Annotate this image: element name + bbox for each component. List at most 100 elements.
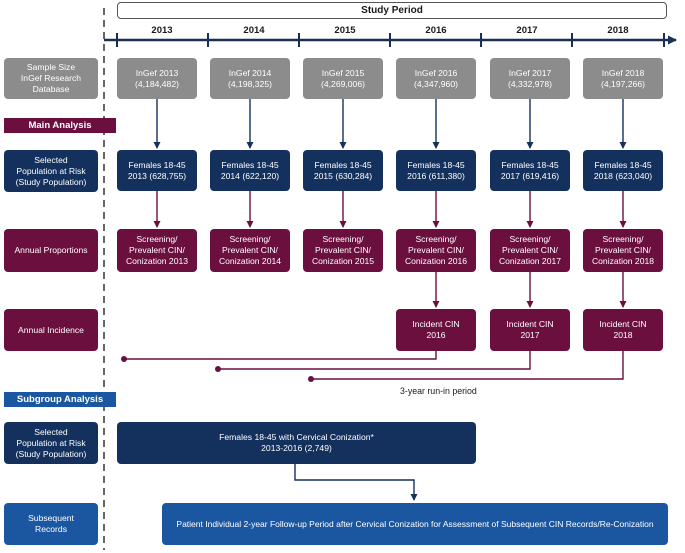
box-line: Females 18-45 xyxy=(501,159,559,170)
box-line: Screening/ xyxy=(322,234,364,244)
incidence-box-2016: Incident CIN 2016 xyxy=(396,309,476,351)
main-analysis-tag: Main Analysis xyxy=(4,118,116,133)
year-label: 2013 xyxy=(151,25,173,36)
row-label-line: Subsequent xyxy=(28,513,74,523)
proportions-to-incidence-arrows xyxy=(432,272,627,308)
year-label: 2017 xyxy=(516,25,538,36)
box-line: InGef 2015 xyxy=(321,67,365,78)
database-box-2017: InGef 2017 (4,332,978) xyxy=(490,58,570,99)
row-label-line: (Study Population) xyxy=(15,448,87,459)
row-label-line: Annual Incidence xyxy=(18,324,84,335)
incidence-box-2018: Incident CIN 2018 xyxy=(583,309,663,351)
box-line: 2013-2016 (2,749) xyxy=(261,443,332,453)
box-line: 2018 (623,040) xyxy=(593,170,653,181)
box-line: Females 18-45 xyxy=(594,159,652,170)
box-line: Screening/ xyxy=(136,234,178,244)
box-line: Females 18-45 with Cervical Conization* xyxy=(219,432,374,442)
box-line: 2016 xyxy=(426,330,446,340)
box-line: 2017 (619,416) xyxy=(500,170,560,181)
box-line: (4,198,325) xyxy=(228,78,272,89)
run-in-bracket-ends xyxy=(121,356,314,382)
run-in-label: 3-year run-in period xyxy=(400,386,477,396)
row-label-line: (Study Population) xyxy=(15,176,87,187)
box-line: Prevalent CIN/ xyxy=(595,245,651,255)
database-box-2013: InGef 2013 (4,184,482) xyxy=(117,58,197,99)
database-box-2016: InGef 2016 (4,347,960) xyxy=(396,58,476,99)
population-box-2013: Females 18-45 2013 (628,755) xyxy=(117,150,197,191)
box-line: Incident CIN xyxy=(506,319,554,329)
box-line: 2017 xyxy=(520,330,540,340)
population-box-2016: Females 18-45 2016 (611,380) xyxy=(396,150,476,191)
year-label: 2015 xyxy=(334,25,356,36)
year-label: 2016 xyxy=(425,25,447,36)
box-line: Females 18-45 xyxy=(221,159,279,170)
box-line: 2015 (630,284) xyxy=(313,170,373,181)
box-line: 2014 (622,120) xyxy=(220,170,280,181)
box-line: Prevalent CIN/ xyxy=(315,245,371,255)
box-line: Prevalent CIN/ xyxy=(408,245,464,255)
subgroup-population-box: Females 18-45 with Cervical Conization* … xyxy=(117,422,476,464)
box-line: InGef 2017 xyxy=(508,67,552,78)
population-box-2015: Females 18-45 2015 (630,284) xyxy=(303,150,383,191)
proportion-box-2017: Screening/ Prevalent CIN/ Conization 201… xyxy=(490,229,570,272)
row-label-line: Records xyxy=(35,524,67,534)
box-line: Conization 2014 xyxy=(218,256,282,266)
box-line: Screening/ xyxy=(415,234,457,244)
study-period-banner: Study Period xyxy=(117,2,667,19)
row-label-line: Sample Size xyxy=(26,62,76,72)
row-label-selected-population: Selected Population at Risk (Study Popul… xyxy=(4,150,98,192)
database-box-2015: InGef 2015 (4,269,006) xyxy=(303,58,383,99)
subgroup-to-followup-arrow xyxy=(294,454,418,501)
timeline-ticks xyxy=(116,33,665,47)
row-label-annual-incidence: Annual Incidence xyxy=(4,309,98,351)
population-box-2018: Females 18-45 2018 (623,040) xyxy=(583,150,663,191)
run-in-brackets xyxy=(124,351,624,380)
box-line: (4,184,482) xyxy=(135,78,179,89)
box-line: (4,347,960) xyxy=(414,78,458,89)
row-label-line: Annual Proportions xyxy=(14,245,88,255)
box-line: (4,269,006) xyxy=(321,78,365,89)
proportion-box-2014: Screening/ Prevalent CIN/ Conization 201… xyxy=(210,229,290,272)
box-line: Prevalent CIN/ xyxy=(502,245,558,255)
proportion-box-2018: Screening/ Prevalent CIN/ Conization 201… xyxy=(583,229,663,272)
box-line: Screening/ xyxy=(509,234,551,244)
box-line: Conization 2018 xyxy=(591,256,655,266)
row-label-subgroup-population: Selected Population at Risk (Study Popul… xyxy=(4,422,98,464)
box-line: Females 18-45 xyxy=(314,159,372,170)
proportion-box-2015: Screening/ Prevalent CIN/ Conization 201… xyxy=(303,229,383,272)
box-line: Incident CIN xyxy=(599,319,647,329)
box-line: InGef 2013 xyxy=(135,67,179,78)
box-line: Patient Individual 2-year Follow-up Peri… xyxy=(176,518,654,529)
incidence-box-2017: Incident CIN 2017 xyxy=(490,309,570,351)
box-line: Screening/ xyxy=(602,234,644,244)
box-line: Conization 2015 xyxy=(311,256,375,266)
box-line: Conization 2016 xyxy=(404,256,468,266)
box-line: 2018 xyxy=(613,330,633,340)
box-line: 2016 (611,380) xyxy=(407,170,465,181)
box-line: (4,197,266) xyxy=(601,78,645,89)
row-label-annual-proportions: Annual Proportions xyxy=(4,229,98,272)
row-label-line: Selected xyxy=(34,426,68,437)
row-label-line: Selected xyxy=(34,154,68,165)
proportion-box-2013: Screening/ Prevalent CIN/ Conization 201… xyxy=(117,229,197,272)
box-line: Incident CIN xyxy=(412,319,460,329)
box-line: (4,332,978) xyxy=(508,78,552,89)
box-line: Females 18-45 xyxy=(407,159,465,170)
box-line: Prevalent CIN/ xyxy=(222,245,278,255)
box-line: 2013 (628,755) xyxy=(127,170,187,181)
year-label: 2018 xyxy=(607,25,629,36)
box-line: Conization 2013 xyxy=(125,256,189,266)
database-box-2014: InGef 2014 (4,198,325) xyxy=(210,58,290,99)
db-to-population-arrows xyxy=(153,99,627,149)
subgroup-analysis-tag: Subgroup Analysis xyxy=(4,392,116,407)
year-label: 2014 xyxy=(243,25,265,36)
population-box-2017: Females 18-45 2017 (619,416) xyxy=(490,150,570,191)
population-box-2014: Females 18-45 2014 (622,120) xyxy=(210,150,290,191)
database-box-2018: InGef 2018 (4,197,266) xyxy=(583,58,663,99)
row-label-line: Population at Risk xyxy=(16,437,86,448)
row-label-subsequent-records: Subsequent Records xyxy=(4,503,98,545)
row-label-line: InGef Research xyxy=(20,73,82,83)
box-line: Females 18-45 xyxy=(128,159,186,170)
box-line: Conization 2017 xyxy=(498,256,562,266)
